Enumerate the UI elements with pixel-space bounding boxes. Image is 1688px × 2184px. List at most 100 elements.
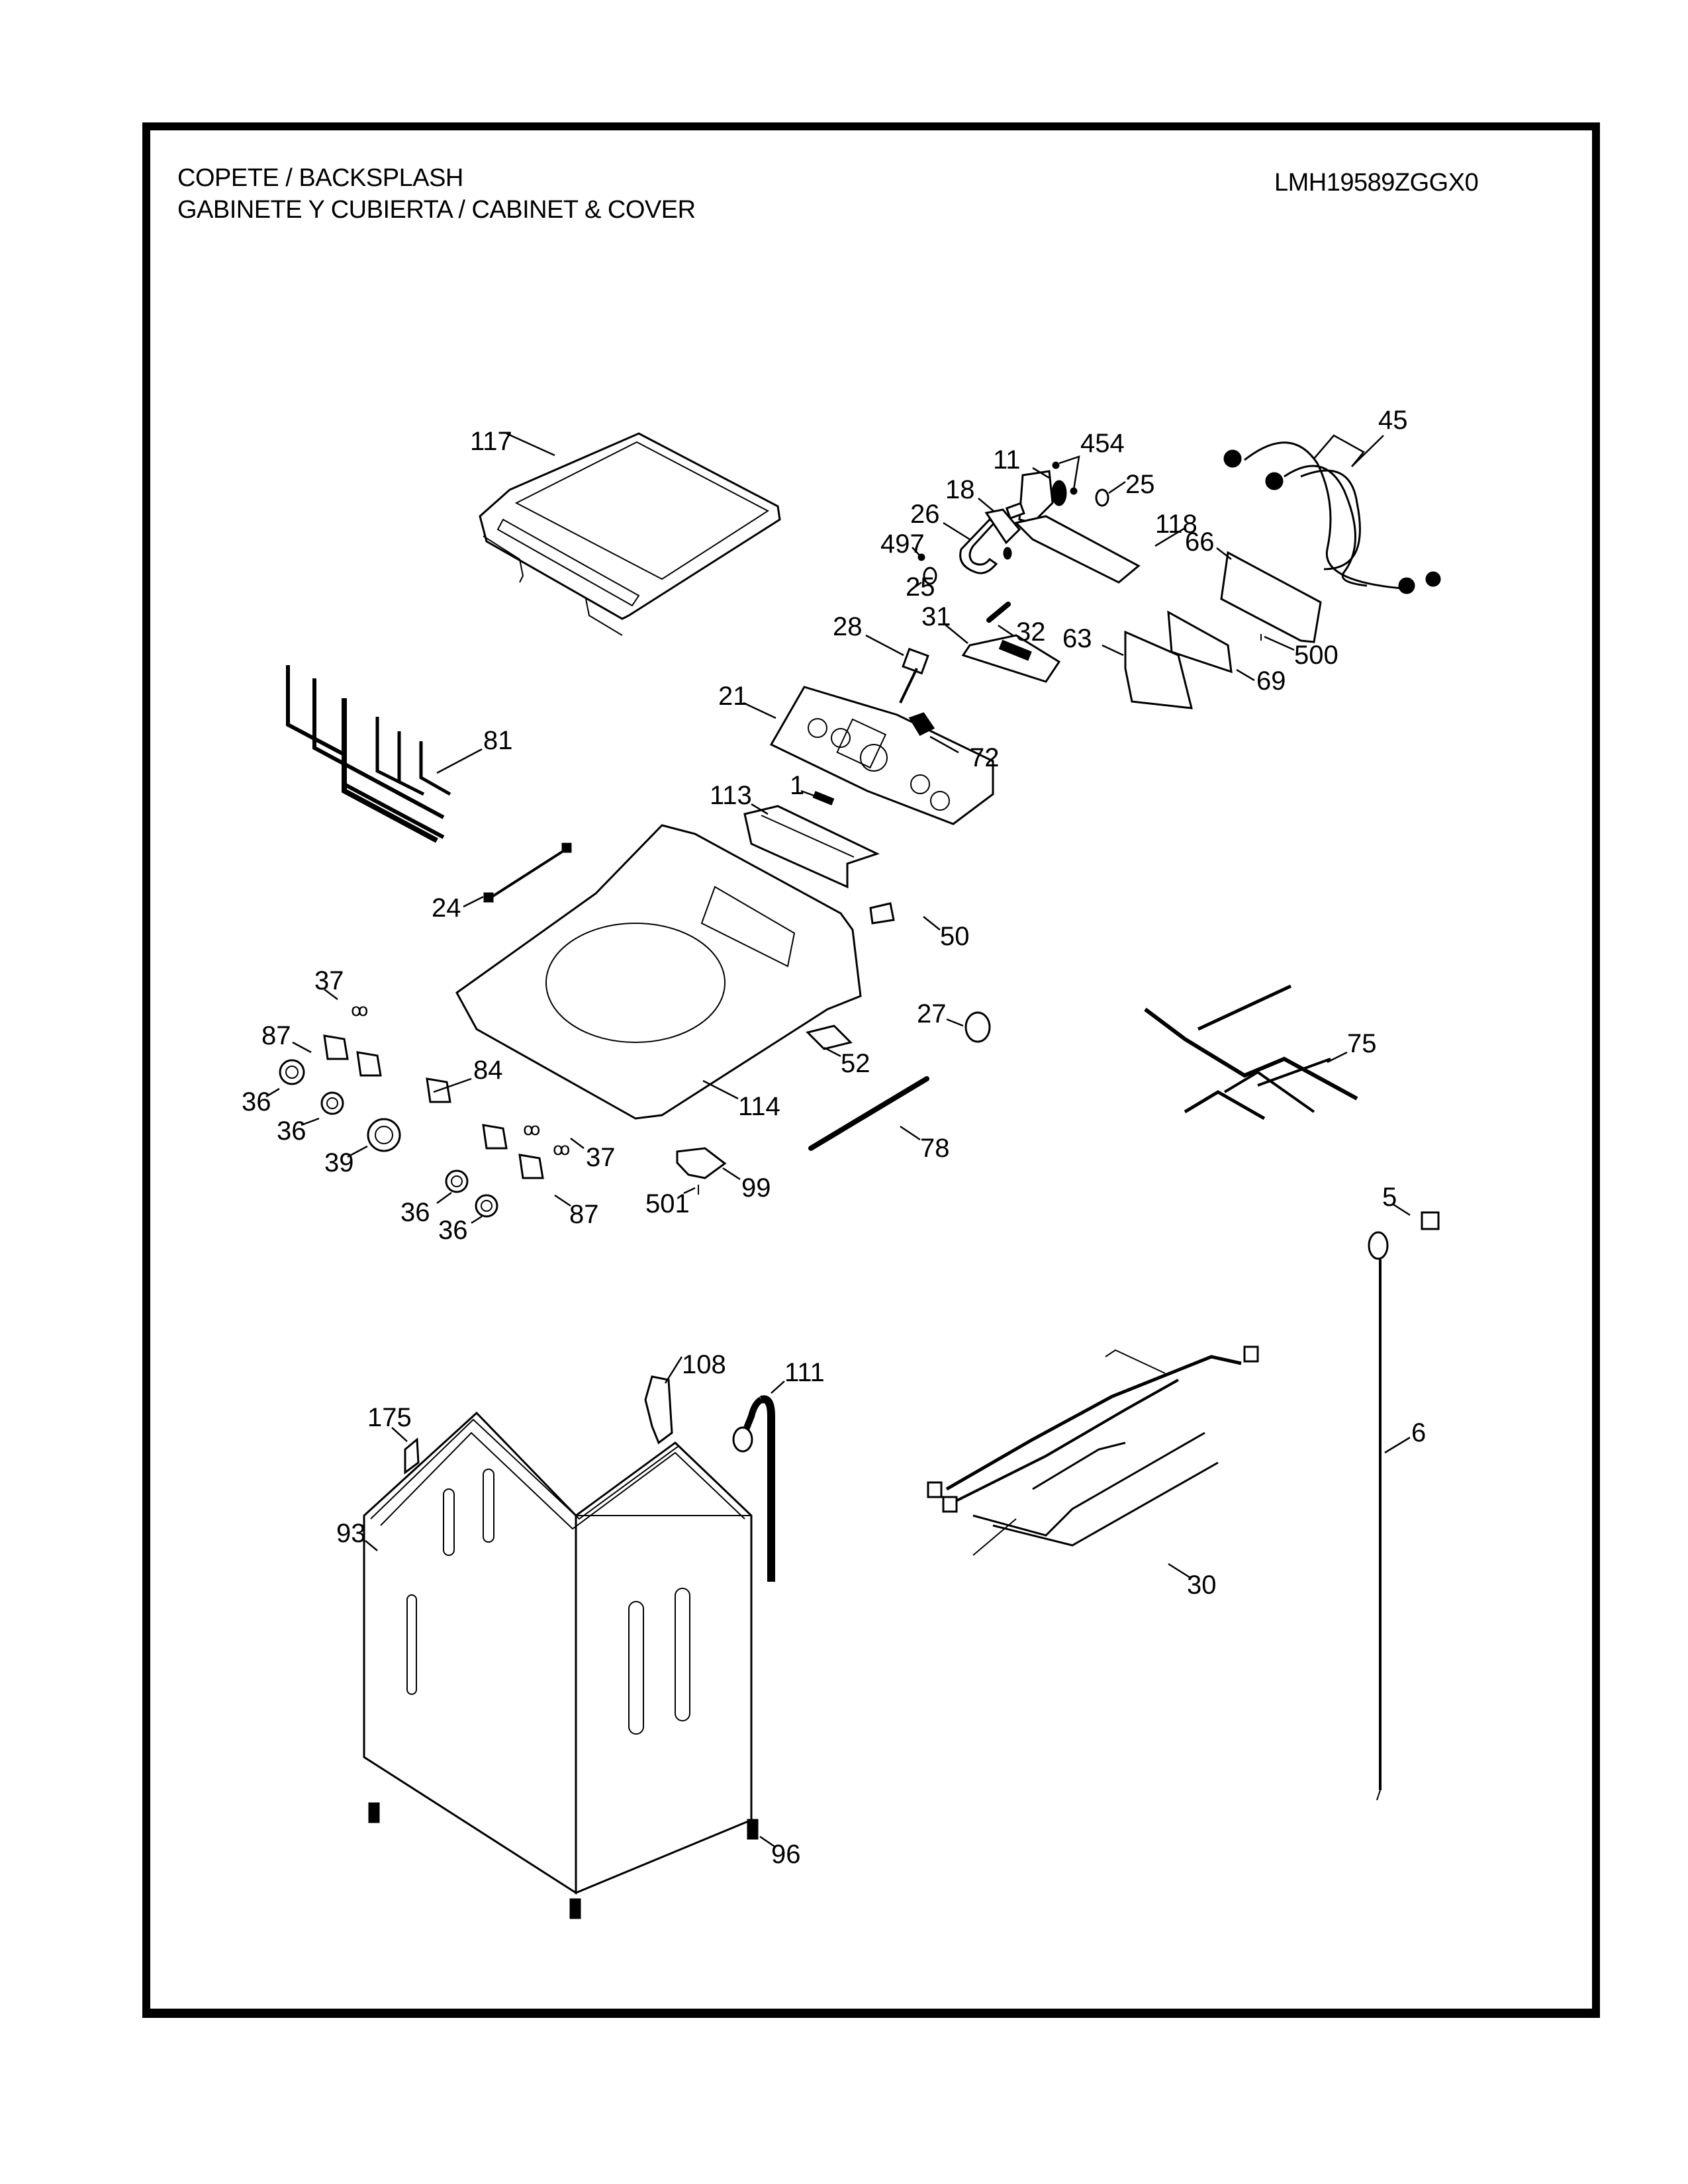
callout-5[interactable]: 5 (1382, 1183, 1397, 1212)
callout-99[interactable]: 99 (741, 1173, 771, 1203)
part-wire-harness-81[interactable] (286, 665, 451, 843)
callout-497[interactable]: 497 (880, 529, 925, 559)
part-lid-lock[interactable] (676, 1147, 727, 1179)
callout-50[interactable]: 50 (940, 922, 970, 951)
leader-454 (1058, 455, 1080, 490)
part-cabinet[interactable] (363, 1411, 753, 1895)
callout-111[interactable]: 111 (784, 1358, 825, 1387)
callout-63[interactable]: 63 (1062, 624, 1092, 653)
part-pcb-housing[interactable] (1124, 630, 1193, 709)
part-dispenser-drawer[interactable] (743, 805, 880, 889)
part-center-knob[interactable] (367, 1118, 401, 1152)
part-switch[interactable] (908, 712, 935, 736)
callout-25-lower[interactable]: 25 (906, 572, 935, 602)
part-light-pipe[interactable] (986, 602, 1011, 623)
part-knob[interactable] (279, 1059, 305, 1085)
leader-28 (865, 634, 904, 657)
part-leveling-leg[interactable] (368, 1802, 759, 1919)
part-lid[interactable] (479, 432, 781, 636)
callout-501[interactable]: 501 (645, 1189, 690, 1218)
callout-30[interactable]: 30 (1187, 1570, 1217, 1600)
callout-87-upper[interactable]: 87 (261, 1021, 291, 1050)
part-encoder[interactable] (518, 1154, 544, 1179)
callout-1[interactable]: 1 (790, 771, 804, 800)
callout-81[interactable]: 81 (483, 726, 513, 755)
callout-96[interactable]: 96 (771, 1840, 801, 1869)
callout-6[interactable]: 6 (1411, 1418, 1426, 1447)
part-clip[interactable]: ꝏ (351, 1000, 368, 1020)
callout-75[interactable]: 75 (1347, 1029, 1377, 1058)
part-inlet-hoses[interactable] (1223, 441, 1441, 594)
callout-27[interactable]: 27 (917, 999, 947, 1028)
callout-454[interactable]: 454 (1080, 429, 1125, 458)
part-clip[interactable]: ꝏꝏ (523, 1119, 570, 1159)
callout-500[interactable]: 500 (1294, 641, 1338, 670)
callout-39[interactable]: 39 (324, 1148, 354, 1177)
leader-25a (1108, 480, 1126, 494)
part-pressure-switch[interactable] (899, 647, 929, 704)
callout-25-upper[interactable]: 25 (1125, 470, 1155, 499)
callout-175[interactable]: 175 (367, 1403, 412, 1432)
callout-113[interactable]: 113 (710, 781, 752, 810)
part-hose-guide[interactable] (644, 1375, 673, 1445)
callout-114[interactable]: 114 (738, 1092, 780, 1121)
leader-87a (292, 1041, 312, 1054)
callout-72[interactable]: 72 (970, 743, 1000, 772)
part-display-cover[interactable] (961, 634, 1061, 683)
callout-24[interactable]: 24 (432, 893, 461, 923)
part-logo-badge[interactable] (812, 791, 835, 805)
part-hose-connector-upper[interactable] (1095, 488, 1109, 507)
callout-84[interactable]: 84 (473, 1056, 503, 1085)
callout-36-a[interactable]: 36 (242, 1087, 271, 1116)
callout-36-d[interactable]: 36 (438, 1216, 468, 1245)
callout-78[interactable]: 78 (920, 1134, 950, 1163)
part-rod[interactable] (808, 1076, 929, 1151)
part-lid-switch[interactable] (869, 902, 895, 925)
part-motor-actuator[interactable] (964, 1011, 991, 1043)
part-wire-harness-75[interactable] (1144, 984, 1358, 1120)
part-valve-bracket[interactable] (984, 508, 1141, 584)
callout-37-upper[interactable]: 37 (314, 966, 344, 995)
part-control-panel[interactable] (769, 686, 994, 825)
callout-93[interactable]: 93 (336, 1519, 366, 1548)
callout-18[interactable]: 18 (945, 475, 975, 504)
callout-117[interactable]: 117 (470, 427, 512, 456)
part-cable[interactable] (483, 842, 572, 903)
callout-45[interactable]: 45 (1378, 406, 1408, 435)
part-lid-lock-plate[interactable] (806, 1024, 853, 1050)
leader-37b (570, 1138, 585, 1149)
callout-52[interactable]: 52 (841, 1049, 870, 1078)
part-plug-clip[interactable] (1421, 1211, 1440, 1230)
callout-11[interactable]: 11 (993, 445, 1021, 475)
callout-21[interactable]: 21 (718, 682, 748, 711)
part-water-inlet-valve[interactable] (1005, 470, 1067, 524)
part-encoder[interactable] (323, 1034, 349, 1060)
part-main-wire-harness[interactable] (927, 1345, 1259, 1556)
part-drain-hose[interactable] (732, 1395, 775, 1582)
part-label[interactable] (404, 1437, 420, 1475)
part-knob[interactable] (445, 1169, 469, 1193)
part-top-cover[interactable] (455, 824, 862, 1120)
part-inlet-hose-elbow[interactable] (959, 518, 998, 574)
callout-32[interactable]: 32 (1016, 617, 1046, 647)
callout-37-lower[interactable]: 37 (586, 1143, 616, 1172)
callout-69[interactable]: 69 (1256, 666, 1286, 696)
callout-108[interactable]: 108 (682, 1350, 726, 1379)
part-power-cord[interactable] (1368, 1231, 1389, 1801)
part-main-pcb[interactable] (1167, 610, 1233, 674)
callout-36-b[interactable]: 36 (277, 1116, 306, 1146)
callout-118[interactable]: 118 (1155, 510, 1197, 539)
part-hose-connector-lower[interactable] (923, 567, 937, 585)
part-encoder[interactable] (482, 1124, 508, 1150)
callout-28[interactable]: 28 (833, 612, 863, 641)
part-knob[interactable] (320, 1091, 344, 1115)
part-encoder[interactable] (356, 1051, 382, 1077)
callout-66[interactable]: 66 (1185, 527, 1215, 557)
callout-26[interactable]: 26 (910, 500, 940, 529)
callout-87-lower[interactable]: 87 (569, 1200, 599, 1229)
part-control-bracket[interactable] (1220, 551, 1322, 643)
part-knob[interactable] (475, 1194, 498, 1218)
callout-36-c[interactable]: 36 (400, 1198, 430, 1227)
callout-31[interactable]: 31 (921, 602, 951, 631)
